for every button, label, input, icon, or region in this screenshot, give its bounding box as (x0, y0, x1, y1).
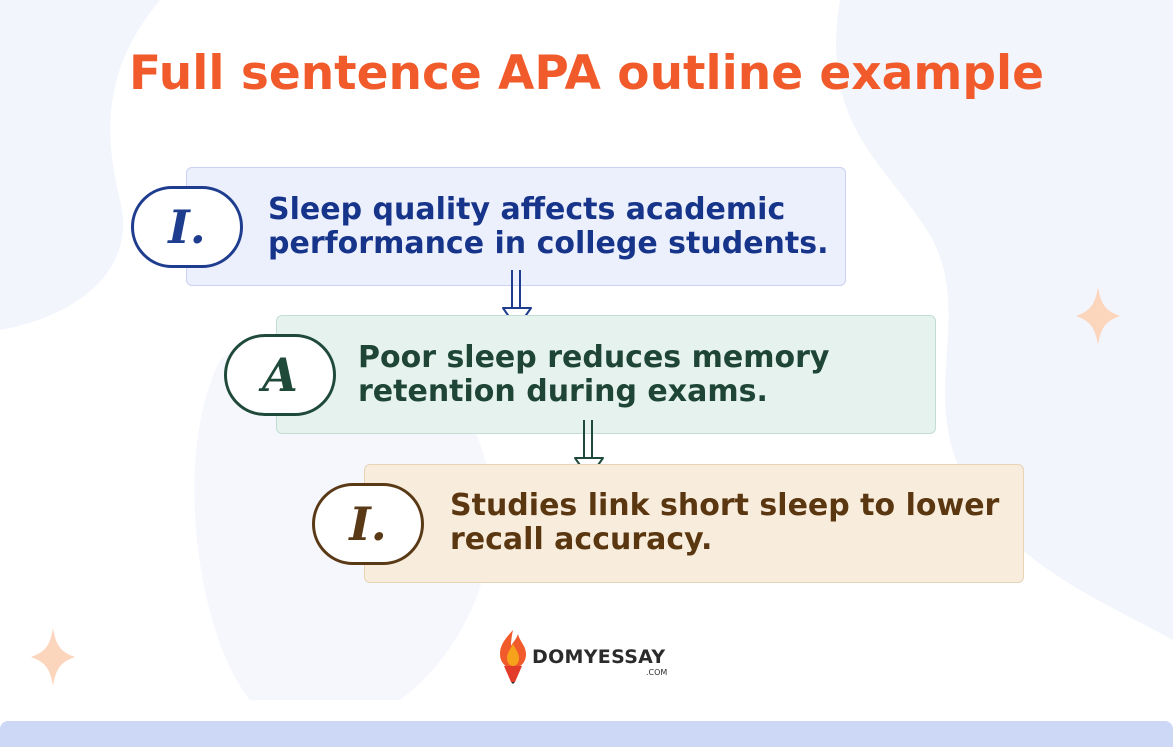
flame-logo-icon (500, 630, 526, 684)
footer-bar (0, 721, 1173, 747)
brand-logo: DOMYESSAY .COM (496, 628, 686, 684)
outline-card-level-3 (364, 464, 1024, 583)
page-title: Full sentence APA outline example (129, 46, 1044, 101)
outline-marker-level-3: I. (312, 483, 424, 565)
brand-domain: .COM (646, 668, 668, 677)
brand-name: DOMYESSAY (532, 646, 666, 668)
outline-marker-level-1: I. (131, 186, 243, 268)
sparkle-icon (31, 628, 75, 686)
outline-marker-level-2: A (224, 334, 336, 416)
outline-card-level-2 (276, 315, 936, 434)
outline-text-level-3: Studies link short sleep to lower recall… (450, 488, 1000, 557)
outline-card-level-1 (186, 167, 846, 286)
sparkle-icon (1076, 287, 1120, 345)
outline-text-level-1: Sleep quality affects academic performan… (268, 192, 829, 261)
outline-text-level-2: Poor sleep reduces memory retention duri… (358, 340, 830, 409)
